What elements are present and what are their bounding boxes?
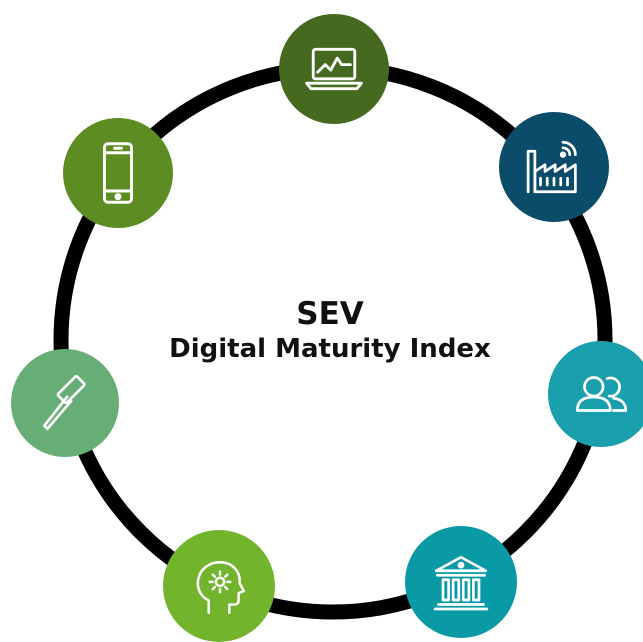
smartphone-icon bbox=[103, 142, 133, 204]
node-bank bbox=[405, 526, 517, 638]
bank-building-icon bbox=[433, 555, 489, 611]
users-icon bbox=[575, 376, 628, 412]
node-factory bbox=[499, 112, 609, 222]
gavel-icon bbox=[43, 375, 86, 431]
node-users bbox=[548, 341, 643, 447]
head-gear-icon bbox=[196, 561, 245, 615]
title-sev: SEV bbox=[296, 296, 364, 332]
laptop-chart-icon bbox=[305, 47, 363, 91]
title-index-name: Digital Maturity Index bbox=[169, 334, 491, 364]
diagram-title: SEV Digital Maturity Index bbox=[110, 296, 550, 366]
node-head bbox=[163, 530, 275, 642]
smart-factory-icon bbox=[526, 140, 577, 194]
node-laptop bbox=[279, 14, 389, 124]
node-gavel bbox=[11, 349, 119, 457]
node-smartphone bbox=[63, 118, 173, 228]
